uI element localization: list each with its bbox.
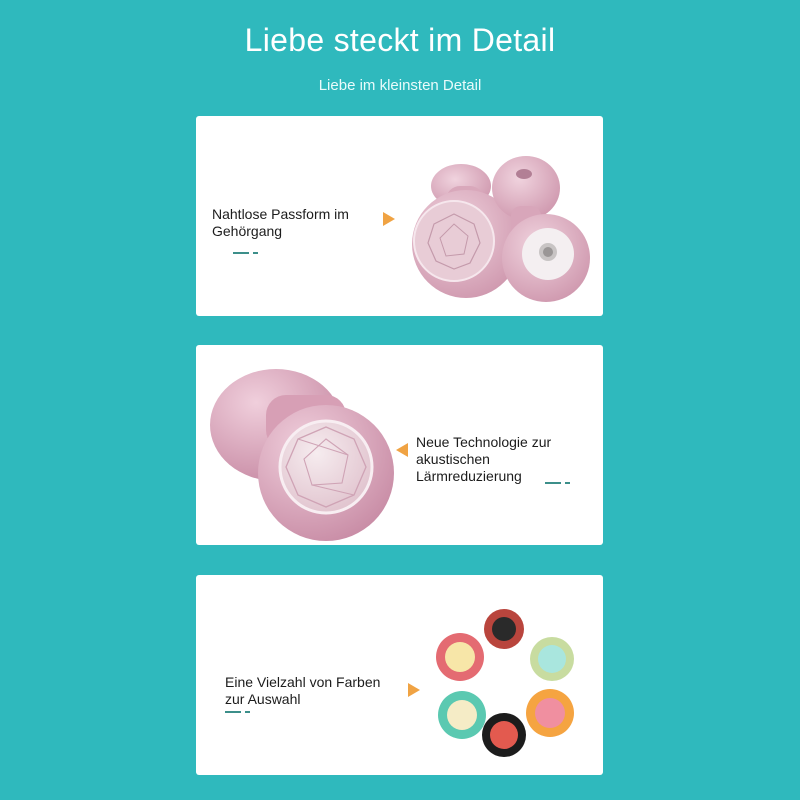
feature-card-technology: Neue Technologie zur akustischen Lärmred… [196,345,603,545]
arrow-right-icon [408,683,420,697]
pink-earplug-closeup-image [210,369,394,541]
feature-card-colors: Eine Vielzahl von Farben zur Auswahl [196,575,603,775]
feature-text: Nahtlose Passform im Gehörgang [212,206,349,240]
arrow-right-icon [383,212,395,226]
feature-text-line: Nahtlose Passform im [212,206,349,222]
colorful-earplugs-image [436,609,574,757]
feature-text-line: Lärmreduzierung [416,468,522,484]
page-subtitle: Liebe im kleinsten Detail [318,77,482,94]
feature-text-line: Neue Technologie zur [416,434,552,450]
feature-text-line: zur Auswahl [225,691,301,707]
pink-earplug-pair-image [412,156,590,302]
feature-text: Neue Technologie zur akustischen Lärmred… [416,434,551,485]
feature-text-line: Eine Vielzahl von Farben [225,674,381,690]
feature-text-line: Gehörgang [212,223,283,239]
feature-text-line: akustischen [416,451,490,467]
feature-card-fit: Nahtlose Passform im Gehörgang [196,116,603,316]
page-title: Liebe steckt im Detail [244,22,556,58]
arrow-left-icon [396,443,408,457]
feature-text: Eine Vielzahl von Farben zur Auswahl [225,674,380,708]
